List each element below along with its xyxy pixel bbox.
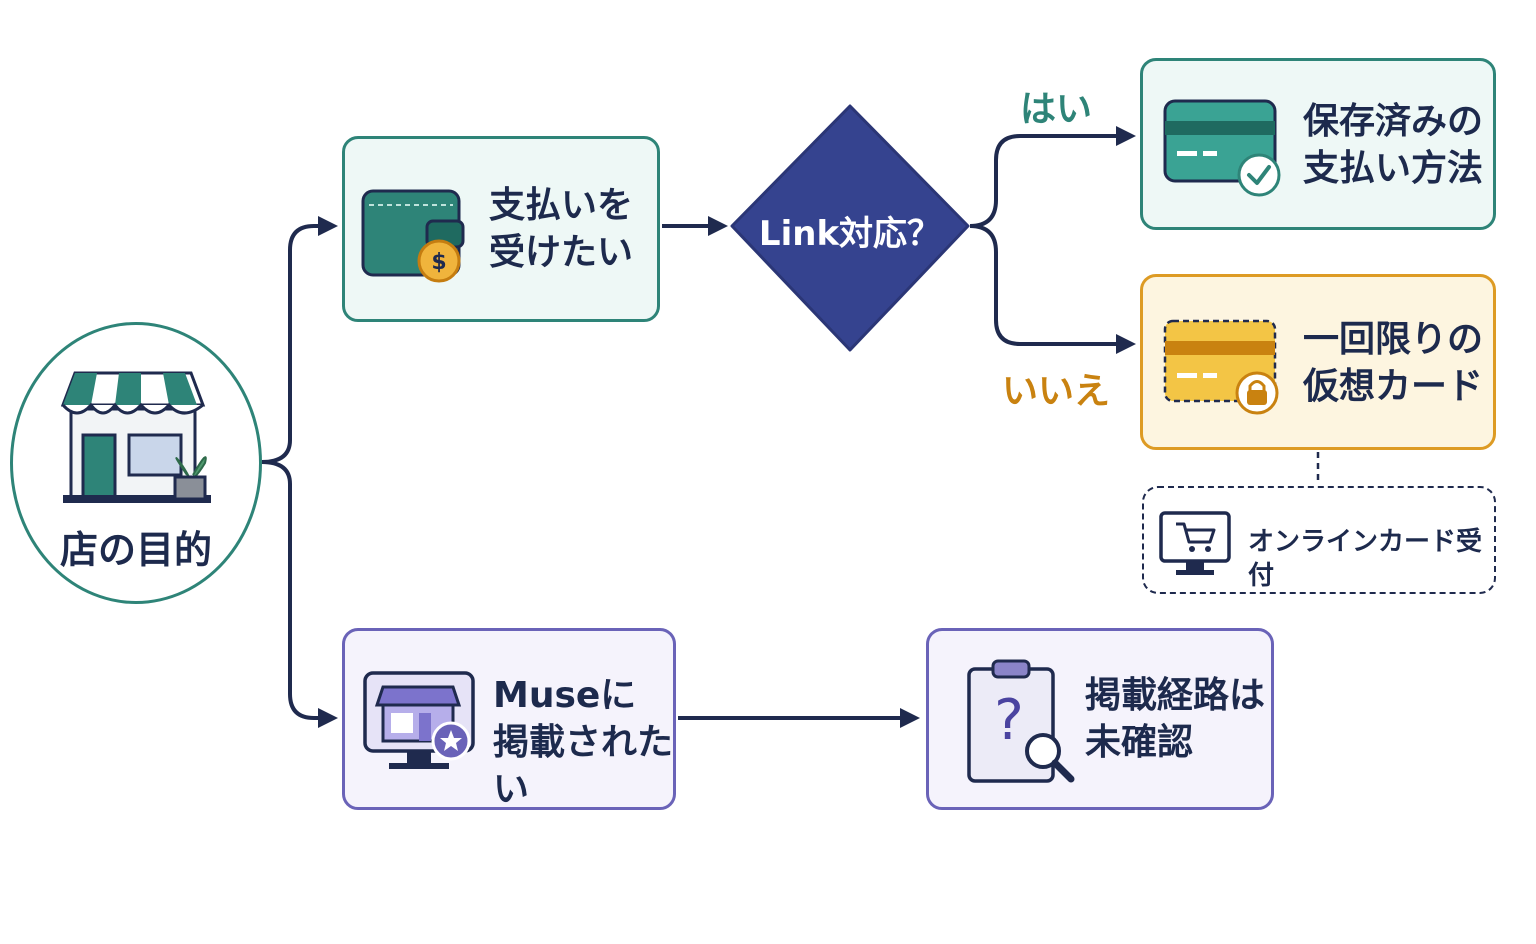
decision-diamond	[730, 104, 970, 352]
card-lock-icon	[1163, 319, 1279, 415]
saved-method-label: 保存済みの 支払い方法	[1303, 101, 1484, 189]
listing-unknown-label: 掲載経路は 未確認	[1085, 675, 1266, 763]
branch-no-label: いいえ	[1002, 371, 1111, 412]
saved-method-node: 保存済みの 支払い方法	[1140, 58, 1496, 230]
svg-text:$: $	[431, 250, 446, 275]
wallet-icon: $	[361, 189, 465, 283]
monitor-store-icon	[363, 671, 475, 769]
clipboard-question-icon: ?	[967, 659, 1075, 783]
payment-node: $ 支払いを 受けたい	[342, 136, 660, 322]
virtual-card-label: 一回限りの 仮想カード	[1303, 319, 1484, 407]
muse-label: Museに 掲載されたい	[493, 675, 674, 810]
branch-yes-label: はい	[1020, 89, 1093, 130]
arrow-decision-yes	[969, 126, 1136, 228]
decision-label: Link対応？	[758, 214, 942, 254]
muse-node: Museに 掲載されたい	[342, 628, 676, 810]
arrow-start-to-muse	[261, 460, 338, 728]
start-label: 店の目的	[59, 528, 212, 572]
listing-unknown-node: ? 掲載経路は 未確認	[926, 628, 1274, 810]
arrow-start-to-payment	[261, 216, 338, 464]
arrow-decision-no	[969, 224, 1136, 354]
cart-monitor-icon	[1159, 511, 1231, 575]
virtual-card-node: 一回限りの 仮想カード	[1140, 274, 1496, 450]
storefront-icon	[61, 371, 211, 503]
card-check-icon	[1163, 99, 1281, 197]
start-node: 店の目的	[10, 322, 262, 604]
svg-text:?: ?	[994, 688, 1024, 753]
payment-label: 支払いを 受けたい	[489, 185, 634, 273]
online-card-node: オンラインカード受付	[1142, 486, 1496, 594]
online-card-label: オンラインカード受付	[1248, 527, 1483, 591]
